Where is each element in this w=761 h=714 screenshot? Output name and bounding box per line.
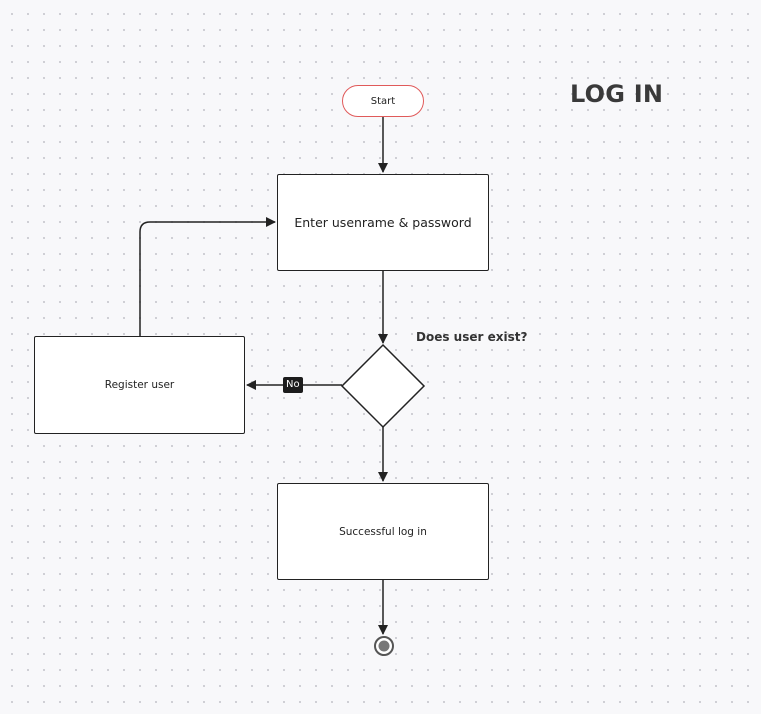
start-node[interactable]: Start [342, 85, 424, 117]
diagram-title: LOG IN [570, 80, 664, 108]
edge-register-to-enter [139, 217, 276, 336]
decision-label: Does user exist? [416, 330, 528, 344]
register-user-label: Register user [104, 379, 175, 391]
decision-diamond[interactable] [340, 343, 426, 429]
edge-label-no: No [283, 377, 303, 393]
enter-credentials-label: Enter usenrame & password [294, 215, 472, 230]
start-node-label: Start [370, 95, 396, 107]
successful-login-node[interactable]: Successful log in [277, 483, 489, 580]
enter-credentials-node[interactable]: Enter usenrame & password [277, 174, 489, 271]
end-node[interactable] [374, 636, 394, 656]
register-user-node[interactable]: Register user [34, 336, 245, 434]
successful-login-label: Successful log in [339, 525, 427, 538]
